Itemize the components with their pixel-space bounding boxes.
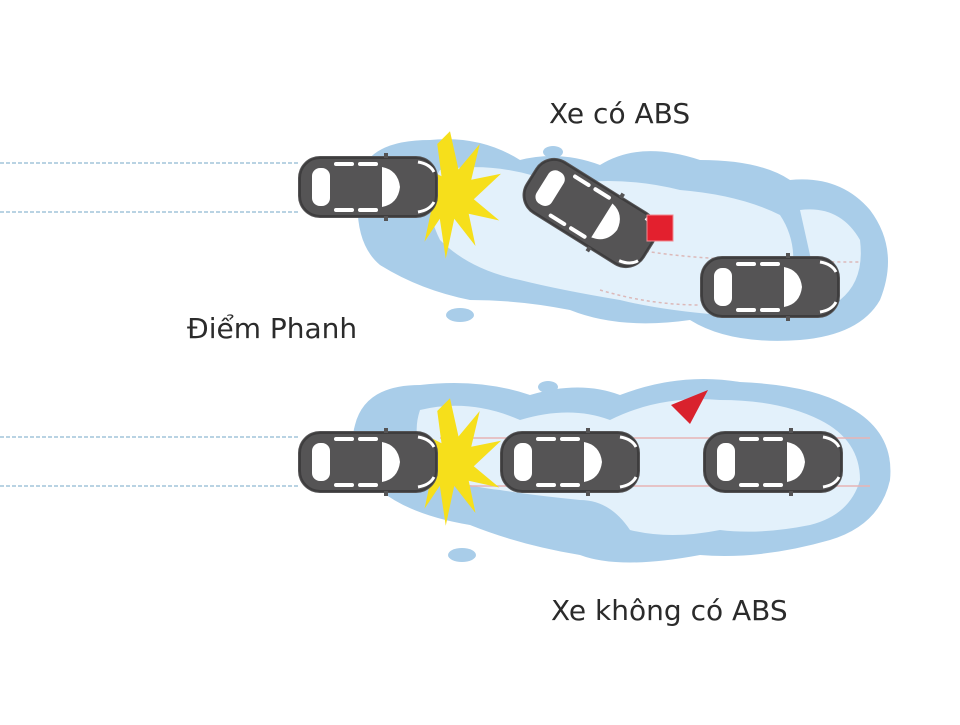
- scenario-without-abs: [0, 378, 891, 563]
- car-icon: [698, 251, 842, 323]
- obstacle-triangle-icon: [671, 390, 708, 424]
- label-brake-point: Điểm Phanh: [187, 312, 358, 345]
- car-icon: [296, 151, 440, 223]
- car-icon: [296, 426, 440, 498]
- label-with-abs: Xe có ABS: [549, 97, 691, 130]
- obstacle-square-icon: [646, 214, 674, 242]
- scenario-with-abs: [0, 131, 888, 341]
- car-icon: [498, 426, 642, 498]
- car-icon: [701, 426, 845, 498]
- label-without-abs: Xe không có ABS: [551, 594, 788, 627]
